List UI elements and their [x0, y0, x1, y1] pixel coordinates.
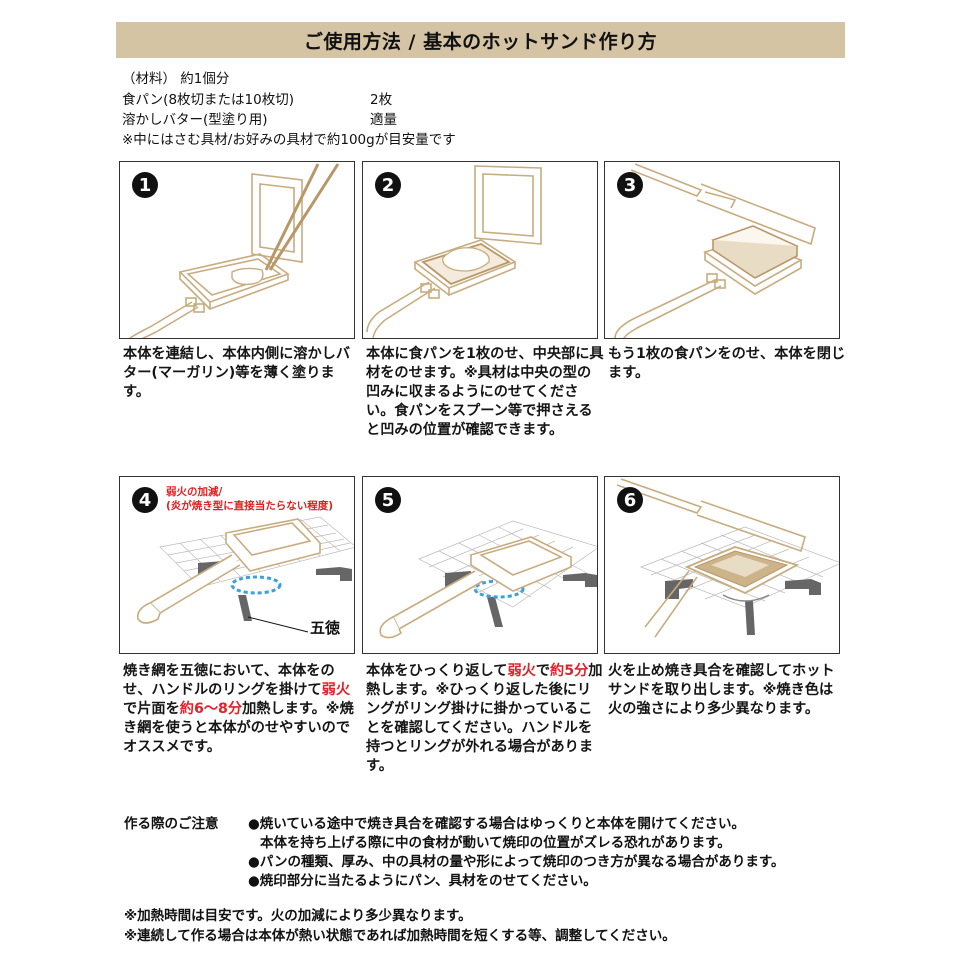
heat-note: 弱火の加減/ (炎が焼き型に直接当たらない程度): [166, 486, 334, 512]
step-number-badge: 1: [132, 172, 158, 198]
step-5-text: 本体をひっくり返して弱火で約5分加熱します。※ひっくり返した後にリングがリング掛…: [366, 663, 603, 774]
materials-note: ※中にはさむ具材/お好みの具材で約100gが目安量です: [122, 132, 456, 148]
step-4-illustration: 4 弱火の加減/ (炎が焼き型に直接当たらない程度) 五徳: [119, 476, 355, 654]
close-lid-icon: [614, 163, 816, 338]
step-3-illustration: 3: [604, 161, 840, 339]
highlight-low-heat: 弱火: [507, 663, 536, 679]
materials-section: （材料） 約1個分 食パン(8枚切または10枚切) 2枚 溶かしバター(型塗り用…: [122, 69, 456, 150]
grill-on-stove-icon: [136, 516, 354, 633]
highlight-time: 約5分: [550, 663, 589, 679]
step-2-text: 本体に食パンを1枚のせ、中央部に具材をのせます。※具材は中央の型の凹みに収まるよ…: [366, 346, 604, 438]
materials-heading: （材料） 約1個分: [122, 71, 230, 87]
footnote: ※加熱時間は目安です。火の加減により多少異なります。: [124, 908, 472, 924]
page-title: ご使用方法 / 基本のホットサンド作り方: [303, 30, 658, 53]
material-row: 食パン(8枚切または10枚切) 2枚: [122, 90, 456, 110]
gotoku-callout: 五徳: [310, 619, 341, 637]
flip-on-stove-icon: [379, 520, 597, 639]
step-number-badge: 2: [375, 172, 401, 198]
highlight-low-heat: 弱火: [321, 682, 351, 698]
material-name: 溶かしバター(型塗り用): [122, 112, 268, 128]
material-name: 食パン(8枚切または10枚切): [122, 92, 294, 108]
caution-item: ●焼いている途中で焼き具合を確認する場合はゆっくりと本体を開けてください。: [248, 816, 745, 832]
step-4-text: 焼き網を五徳において、本体をのせ、ハンドルのリングを掛けて弱火で片面を約6〜8分…: [123, 663, 354, 755]
cautions-list: ●焼いている途中で焼き具合を確認する場合はゆっくりと本体を開けてください。 本体…: [248, 815, 848, 891]
caution-item: ●パンの種類、厚み、中の具材の量や形によって焼印のつき方が異なる場合があります。: [248, 854, 785, 870]
step-2-illustration: 2: [362, 161, 598, 339]
caution-item: ●焼印部分に当たるようにパン、具材をのせてください。: [248, 873, 597, 889]
title-banner: ご使用方法 / 基本のホットサンド作り方: [116, 22, 845, 58]
caution-item: 本体を持ち上げる際に中の食材が動いて焼印の位置がズレる恐れがあります。: [260, 835, 731, 851]
step-5-illustration: 5: [362, 476, 598, 654]
step-6-illustration: 6: [604, 476, 840, 654]
step-1-illustration: 1: [119, 161, 355, 339]
bread-with-filling-icon: [366, 165, 542, 338]
brush-butter-icon: [128, 163, 340, 338]
step-number-badge: 3: [617, 172, 643, 198]
step-number-badge: 5: [375, 487, 401, 513]
material-amount: 2枚: [370, 92, 393, 108]
step-3-text: もう1枚の食パンをのせ、本体を閉じます。: [608, 346, 846, 381]
cautions-label: 作る際のご注意: [124, 816, 219, 832]
step-1-text: 本体を連結し、本体内側に溶かしバター(マーガリン)等を薄く塗ります。: [123, 346, 351, 400]
highlight-time: 約6〜8分: [179, 701, 243, 717]
step-number-badge: 6: [617, 487, 643, 513]
step-6-text: 火を止め焼き具合を確認してホットサンドを取り出します。※焼き色は火の強さにより多…: [608, 663, 835, 717]
step-number-badge: 4: [132, 487, 158, 513]
footnote: ※連続して作る場合は本体が熱い状態であれば加熱時間を短くする等、調整してください…: [124, 928, 676, 944]
material-row: 溶かしバター(型塗り用) 適量: [122, 110, 456, 130]
footnotes-section: ※加熱時間は目安です。火の加減により多少異なります。 ※連続して作る場合は本体が…: [124, 906, 676, 946]
open-finished-icon: [616, 478, 839, 638]
material-amount: 適量: [370, 112, 397, 128]
